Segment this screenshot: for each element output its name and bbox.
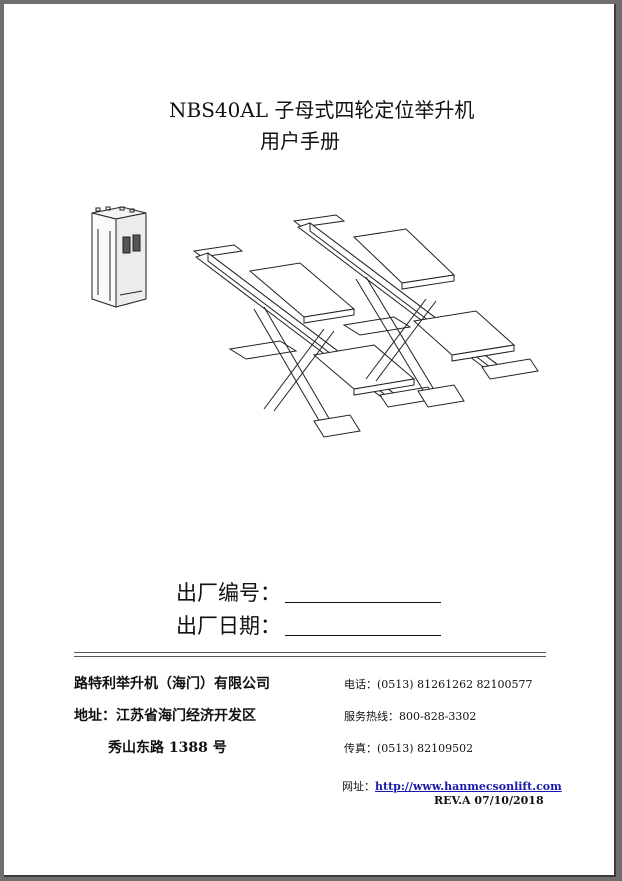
manufacture-date-blank-line bbox=[285, 634, 441, 636]
fax-value: (0513) 82109502 bbox=[377, 742, 474, 755]
website-label: 网址： bbox=[342, 780, 375, 793]
company-address: 地址：江苏省海门经济开发区 bbox=[74, 708, 256, 724]
website-line: 网址：http://www.hanmecsonlift.com bbox=[342, 778, 562, 794]
divider-line-top bbox=[74, 652, 546, 653]
serial-number-blank-line bbox=[285, 601, 441, 603]
company-address-line2: 秀山东路 1388 号 bbox=[108, 740, 227, 756]
phone-line: 电话：(0513) 81261262 82100577 bbox=[344, 676, 533, 692]
lift-platform-left-drawing bbox=[192, 244, 437, 438]
hotline-value: 800-828-3302 bbox=[399, 710, 477, 723]
control-cabinet-drawing bbox=[91, 206, 147, 308]
fax-label: 传真： bbox=[344, 742, 377, 755]
manual-title: NBS40AL 子母式四轮定位举升机 bbox=[169, 98, 475, 122]
lift-platform-right-drawing bbox=[292, 214, 539, 408]
lift-illustration bbox=[91, 206, 539, 438]
hotline-label: 服务热线： bbox=[344, 710, 399, 723]
serial-number-label: 出厂编号： bbox=[176, 581, 281, 605]
hotline-line: 服务热线：800-828-3302 bbox=[344, 708, 476, 724]
website-link[interactable]: http://www.hanmecsonlift.com bbox=[375, 780, 562, 793]
manufacture-date-field: 出厂日期： bbox=[176, 610, 441, 640]
manufacture-date-label: 出厂日期： bbox=[176, 614, 281, 638]
divider-line-bottom bbox=[74, 656, 546, 657]
manual-subtitle: 用户手册 bbox=[260, 129, 340, 153]
serial-number-field: 出厂编号： bbox=[176, 577, 441, 607]
phone-label: 电话： bbox=[344, 678, 377, 691]
phone-value: (0513) 81261262 82100577 bbox=[377, 678, 533, 691]
revision-date: REV.A 07/10/2018 bbox=[434, 794, 544, 807]
company-name: 路特利举升机（海门）有限公司 bbox=[74, 676, 270, 692]
fax-line: 传真：(0513) 82109502 bbox=[344, 740, 473, 756]
manual-cover-page: NBS40AL 子母式四轮定位举升机 用户手册 bbox=[4, 4, 616, 877]
